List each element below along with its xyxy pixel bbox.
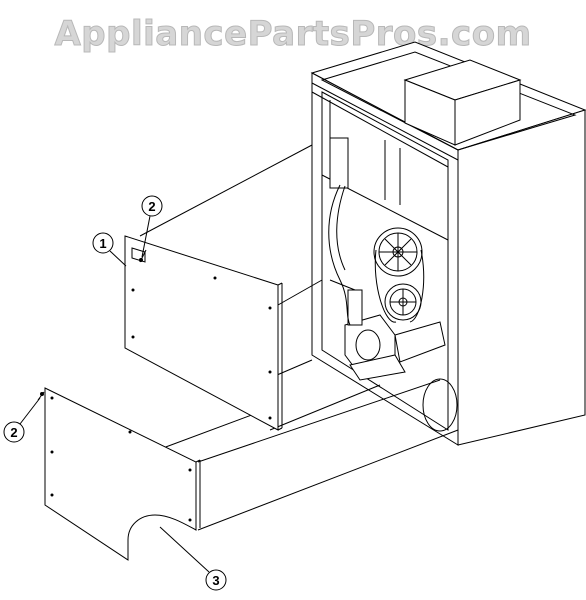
callout-1-label: 1 bbox=[99, 236, 106, 251]
screw-upper bbox=[139, 249, 147, 263]
callout-2-upper: 2 bbox=[141, 195, 163, 258]
cabinet bbox=[310, 41, 586, 446]
wiring bbox=[328, 184, 351, 326]
callout-2-lower-label: 2 bbox=[10, 425, 17, 440]
top-box bbox=[403, 59, 522, 146]
control-box bbox=[329, 137, 349, 189]
callout-1: 1 bbox=[92, 232, 127, 267]
motor-base bbox=[349, 354, 406, 381]
upper-access-panel bbox=[124, 235, 283, 431]
blower-assembly bbox=[328, 184, 446, 381]
duct-opening bbox=[422, 378, 458, 432]
callout-2-upper-label: 2 bbox=[148, 199, 155, 214]
belt bbox=[374, 249, 397, 323]
callout-3: 3 bbox=[159, 526, 227, 591]
large-pulley bbox=[373, 227, 423, 277]
small-pulley bbox=[384, 283, 422, 321]
watermark: AppliancePartsPros.com bbox=[54, 14, 532, 55]
lower-access-panel bbox=[44, 387, 201, 561]
callout-2-lower: 2 bbox=[3, 397, 41, 443]
callout-3-label: 3 bbox=[212, 573, 219, 588]
projection-lines bbox=[139, 144, 459, 531]
